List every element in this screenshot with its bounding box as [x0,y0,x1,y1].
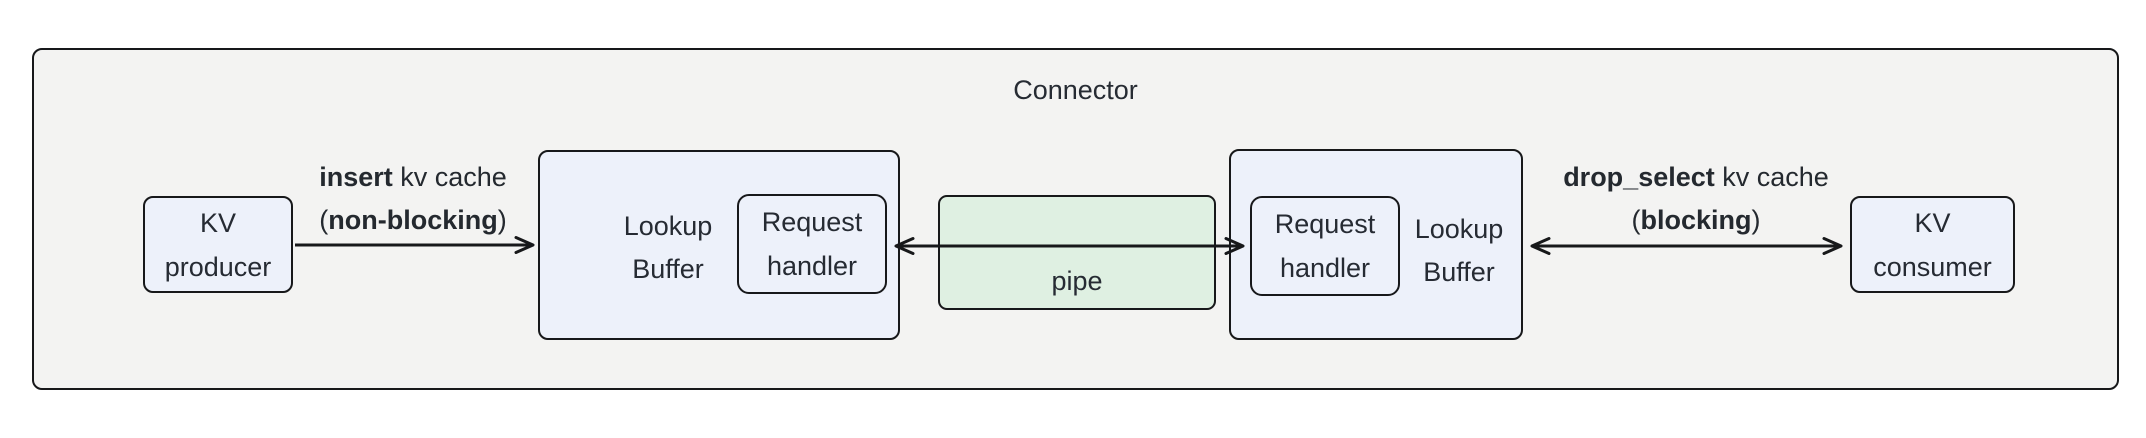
kv-consumer-node: KV consumer [1850,196,2015,293]
pipe-node: pipe [938,195,1216,310]
kv-consumer-label-line1: KV [1914,207,1951,238]
request-handler-left-node: Request handler [737,194,887,294]
drop-select-edge-label-line2: (blocking) [1631,205,1761,235]
lookup-buffer-right-node: Request handler Lookup Buffer [1229,149,1523,340]
drop-select-edge-label-line1: drop_select kv cache [1563,162,1829,192]
insert-edge-label-line2: (non-blocking) [319,205,507,235]
kv-producer-label-line1: KV [199,207,236,238]
lookup-buffer-left-label: Lookup Buffer [623,211,713,284]
request-handler-left-label-line1: Request [761,207,863,237]
kv-producer-node: KV producer [143,196,293,293]
request-handler-left-label-line2: handler [766,251,858,281]
pipe-label: pipe [1051,266,1103,296]
kv-consumer-label-line2: consumer [1873,251,1992,282]
drop-select-edge-label: drop_select kv cache (blocking) [1506,156,1886,242]
insert-edge-label: insert kv cache (non-blocking) [233,156,593,242]
request-handler-right-node: Request handler [1250,196,1400,296]
connector-title: Connector [1013,75,1138,105]
request-handler-right-label-line1: Request [1274,209,1376,239]
request-handler-right-label-line2: handler [1279,253,1371,283]
insert-edge-label-line1: insert kv cache [319,162,507,192]
lookup-buffer-left-node: Lookup Buffer Request handler [538,150,900,340]
lookup-buffer-right-label: Lookup Buffer [1414,214,1504,287]
kv-producer-label-line2: producer [164,251,272,282]
